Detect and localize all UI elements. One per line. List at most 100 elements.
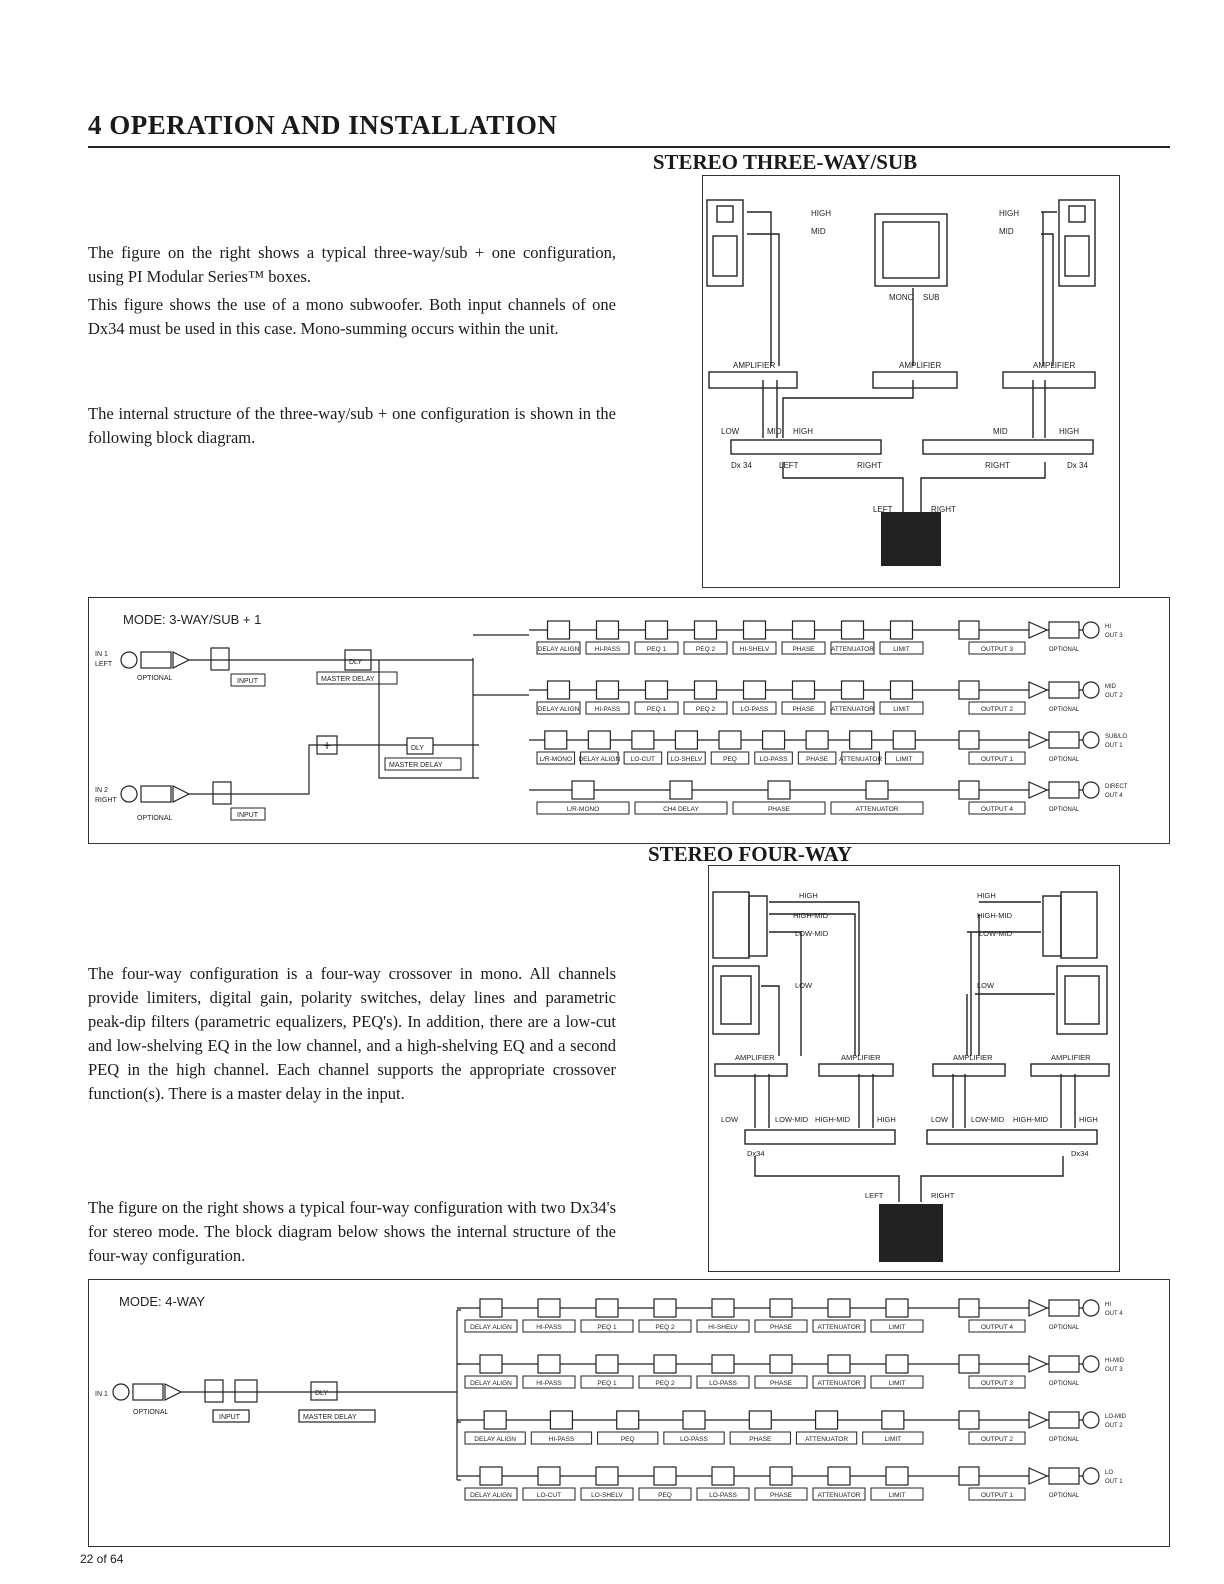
bd1-block-2-0 — [544, 730, 568, 750]
bd2-block-3-7 — [885, 1466, 909, 1486]
bd1-label-box-1-3 — [683, 701, 728, 715]
bd1-label-box-0-1 — [585, 641, 630, 655]
bd1-block-0-3 — [693, 620, 718, 640]
bd1-label-box-2-3 — [667, 751, 706, 765]
bd1-label-box-1-1 — [585, 701, 630, 715]
master-delay-bd2: MASTER DELAY — [303, 1414, 357, 1421]
bd1-block-1-5 — [791, 680, 816, 700]
label-low-r: LOW — [977, 981, 995, 990]
bd1-label-box-0-3 — [683, 641, 728, 655]
bd2-block-0-3 — [653, 1298, 677, 1318]
master-delay-label: MASTER DELAY — [321, 676, 375, 683]
bd1-label-2-7: ATTENUATOR — [839, 756, 882, 763]
bd2-xlr-icon-2 — [1082, 1411, 1100, 1429]
bd2-label-1-7: LIMIT — [889, 1380, 906, 1387]
bd1-label-box-0-6 — [830, 641, 875, 655]
bd1-out-num-3: OUT 4 — [1105, 793, 1123, 799]
bd2-label-1-6: ATTENUATOR — [818, 1380, 861, 1387]
bd2-label-box-1-2 — [580, 1375, 634, 1389]
mode-label-2: MODE: 4-WAY — [119, 1294, 205, 1309]
bd2-block-3-5 — [769, 1466, 793, 1486]
bd1-dac-1 — [958, 680, 980, 700]
bd1-block-1-1 — [595, 680, 620, 700]
bd1-block-2-5 — [761, 730, 786, 750]
dly-box-label-2: DLY — [411, 745, 424, 752]
paragraph-1: The figure on the right shows a typical … — [88, 243, 616, 286]
bd1-label-0-4: HI-SHELV — [740, 646, 770, 653]
figure-title-four-way: STEREO FOUR-WAY — [647, 842, 852, 866]
bd1-label-0-6: ATTENUATOR — [831, 646, 874, 653]
in1-label: IN 1 — [95, 651, 108, 658]
bd1-xlr-icon-1 — [1082, 681, 1100, 699]
bd1-label-1-7: LIMIT — [893, 706, 910, 713]
bd2-connector-3 — [1048, 1467, 1080, 1485]
bd1-connector-2 — [1048, 731, 1080, 749]
bd2-block-0-0 — [479, 1298, 503, 1318]
bd1-block-2-6 — [805, 730, 829, 750]
bd2-out-name-1: HI-MID — [1105, 1358, 1125, 1364]
bd2-out-name-2: LO-MID — [1105, 1414, 1127, 1420]
in2-side: RIGHT — [95, 797, 118, 804]
bd1-label-2-0: L/R-MONO — [540, 756, 573, 763]
mode-label-1: MODE: 3-WAY/SUB + 1 — [123, 612, 261, 627]
bd2-label-2-1: HI-PASS — [549, 1436, 575, 1443]
bd2-xlr-icon-3 — [1082, 1467, 1100, 1485]
bd2-out-name-3: LO — [1105, 1470, 1113, 1476]
bd1-label-2-4: PEQ — [723, 756, 737, 763]
bd1-label-0-7: LIMIT — [893, 646, 910, 653]
label-high-r: HIGH — [977, 891, 996, 900]
bd2-label-3-4: LO-PASS — [709, 1492, 737, 1499]
bd1-label-box-1-0 — [536, 701, 581, 715]
label-right-2: RIGHT — [985, 461, 1010, 470]
bd2-label-0-6: ATTENUATOR — [818, 1324, 861, 1331]
bd1-label-box-0-5 — [781, 641, 826, 655]
bd1-connector-0 — [1048, 621, 1080, 639]
bd2-block-1-4 — [711, 1354, 735, 1374]
bd2-amp-icon-0 — [1028, 1299, 1049, 1317]
bd1-label-2-1: DELAY ALIGN — [578, 756, 620, 763]
label-high-3: HIGH — [1059, 427, 1079, 436]
label-amp-2: AMPLIFIER — [899, 361, 941, 370]
bd1-label-box-0-2 — [634, 641, 679, 655]
bd1-dac-3 — [958, 780, 980, 800]
bd1-block-0-1 — [595, 620, 620, 640]
bd2-block-1-0 — [479, 1354, 503, 1374]
bd2-dac-2 — [958, 1410, 980, 1430]
bd2-label-1-5: PHASE — [770, 1380, 793, 1387]
bd1-out-box-0 — [968, 641, 1026, 655]
bd2-amp-icon-3 — [1028, 1467, 1049, 1485]
label-lowmid-b: LOW-MID — [971, 1115, 1005, 1124]
bd2-block-3-6 — [827, 1466, 851, 1486]
label-mono: MONO — [889, 293, 914, 302]
bd2-label-box-1-0 — [464, 1375, 518, 1389]
bd2-label-3-1: LO-CUT — [537, 1492, 561, 1499]
label-himid-r: HIGH-MID — [977, 911, 1013, 920]
bd2-block-2-6 — [881, 1410, 905, 1430]
bd1-out-box-3 — [968, 801, 1026, 815]
bd1-label-box-2-4 — [710, 751, 750, 765]
label-lowmid-r: LOW-MID — [979, 929, 1013, 938]
bd2-amp-icon-2 — [1028, 1411, 1049, 1429]
bd1-xlr-icon-2 — [1082, 731, 1100, 749]
bd2-label-3-6: ATTENUATOR — [818, 1492, 861, 1499]
bd1-block-2-8 — [892, 730, 916, 750]
bd1-label-box-2-7 — [841, 751, 880, 765]
bd1-label-0-1: HI-PASS — [595, 646, 621, 653]
bd2-label-box-2-0 — [464, 1431, 526, 1445]
bd1-block-3-1 — [669, 780, 693, 800]
bd1-block-2-1 — [587, 730, 611, 750]
bd2-label-box-0-1 — [522, 1319, 576, 1333]
bd2-connector-1 — [1048, 1355, 1080, 1373]
bd1-label-1-1: HI-PASS — [595, 706, 621, 713]
bd1-label-1-0: DELAY ALIGN — [538, 706, 580, 713]
bd1-label-box-3-2 — [732, 801, 826, 815]
bd1-dac-0 — [958, 620, 980, 640]
label-right-f2: RIGHT — [931, 1191, 955, 1200]
label-left-1: LEFT — [779, 461, 799, 470]
bd1-label-2-8: LIMIT — [896, 756, 913, 763]
bd1-connector-1 — [1048, 681, 1080, 699]
bd2-block-3-1 — [537, 1466, 561, 1486]
bd1-amp-icon-3 — [1028, 781, 1049, 799]
bd2-block-0-6 — [827, 1298, 851, 1318]
bd1-label-0-2: PEQ 1 — [647, 646, 667, 653]
